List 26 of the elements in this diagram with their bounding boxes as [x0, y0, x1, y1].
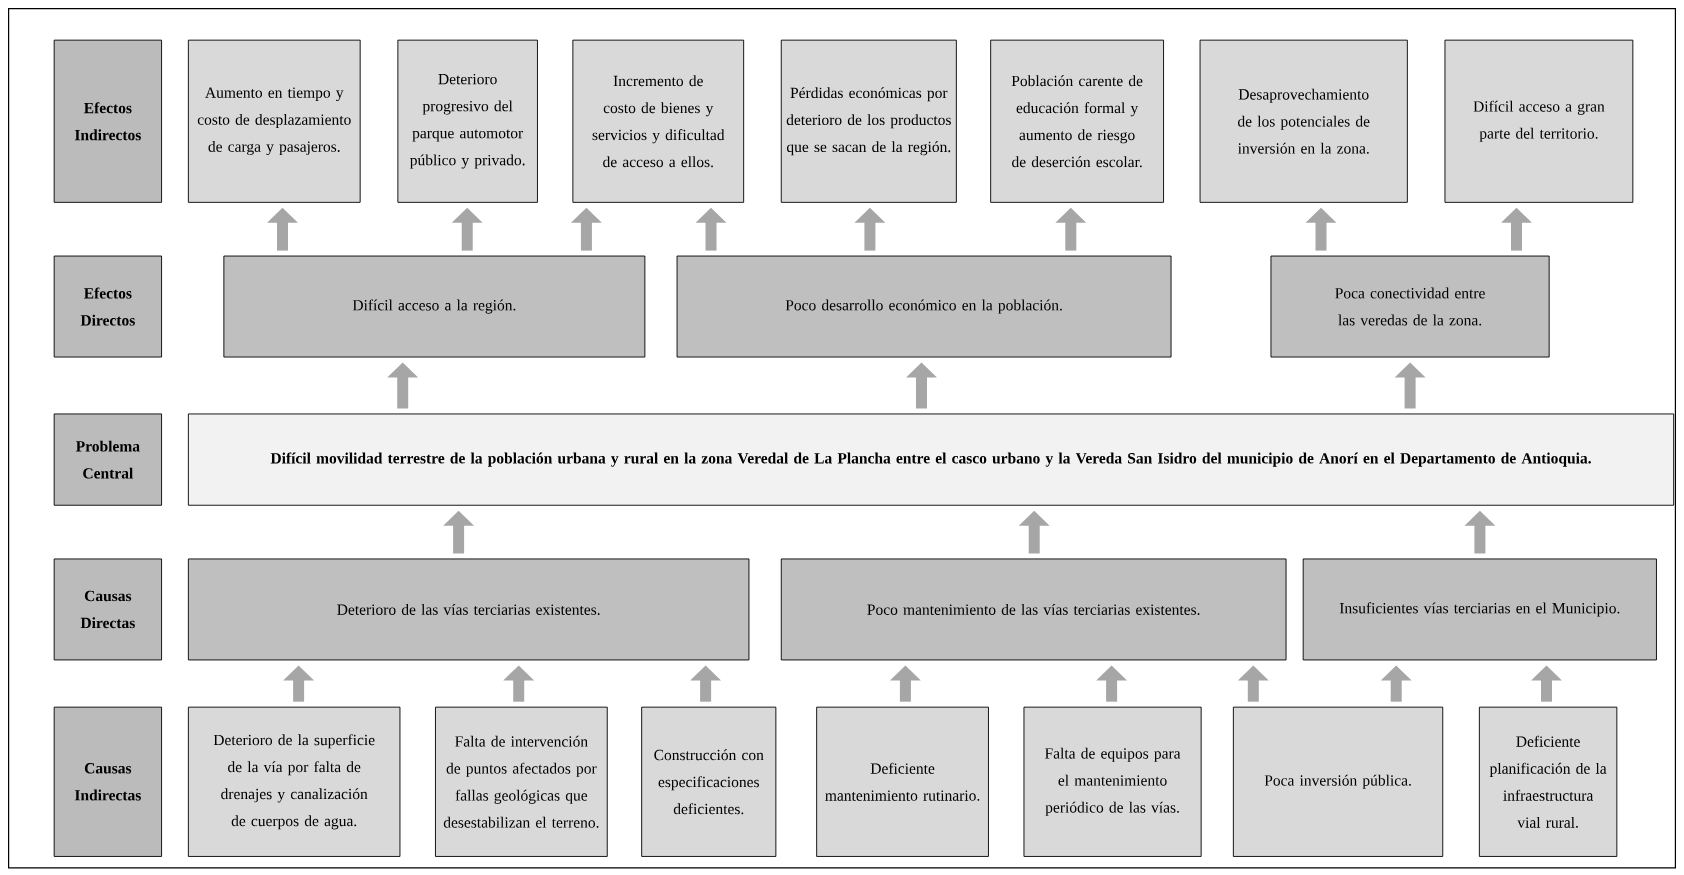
central-problem-box: Difícil movilidad terrestre de la población urbana y rural en la zona Veredal de La Plancha entre el casco urbano y la Vereda San Isidro del municipio de Anorí en el Departamento de Antioquia. [187, 413, 1675, 506]
problem-tree-box: Falta de equipos para el mantenimiento periódico de las vías. [1023, 706, 1202, 857]
problem-tree-box: Falta de intervención de puntos afectados por fallas geológicas que desestabilizan el terreno. [435, 706, 608, 857]
problem-tree-box: Pérdidas económicas por deterioro de los productos que se sacan de la región. [780, 39, 957, 203]
problem-tree-box: Insuficientes vías terciarias en el Municipio. [1302, 558, 1657, 661]
problem-tree-box: Incremento de costo de bienes y servicios y dificultad de acceso a ellos. [572, 39, 745, 203]
row-label-box: Problema Central [53, 413, 162, 506]
problem-tree-box: Población carente de educación formal y aumento de riesgo de deserción escolar. [990, 39, 1164, 203]
row-label-box: Efectos Directos [53, 255, 162, 358]
problem-tree-box: Poca inversión pública. [1232, 706, 1444, 857]
problem-tree-box: Difícil acceso a gran parte del territorio. [1444, 39, 1634, 203]
row-label-box: Efectos Indirectos [53, 39, 162, 203]
row-label-box: Causas Directas [53, 558, 162, 661]
problem-tree-box: Difícil acceso a la región. [223, 255, 646, 358]
problem-tree-box: Deficiente planificación de la infraestructura vial rural. [1478, 706, 1618, 857]
problem-tree-box: Aumento en tiempo y costo de desplazamiento de carga y pasajeros. [187, 39, 361, 203]
problem-tree-box: Poco desarrollo económico en la población. [676, 255, 1172, 358]
problem-tree-box: Desaprovechamiento de los potenciales de inversión en la zona. [1199, 39, 1408, 203]
row-label-box: Causas Indirectas [53, 706, 162, 857]
problem-tree-box: Poca conectividad entre las veredas de la zona. [1270, 255, 1550, 358]
problem-tree-box: Poco mantenimiento de las vías terciarias existentes. [780, 558, 1287, 661]
problem-tree-box: Deterioro de las vías terciarias existentes. [187, 558, 750, 661]
problem-tree-box: Deficiente mantenimiento rutinario. [816, 706, 989, 857]
problem-tree-box: Deterioro progresivo del parque automotor público y privado. [397, 39, 538, 203]
problem-tree-box: Construcción con especificaciones deficientes. [641, 706, 777, 857]
problem-tree-box: Deterioro de la superficie de la vía por falta de drenajes y canalización de cuerpos de agua. [187, 706, 401, 857]
